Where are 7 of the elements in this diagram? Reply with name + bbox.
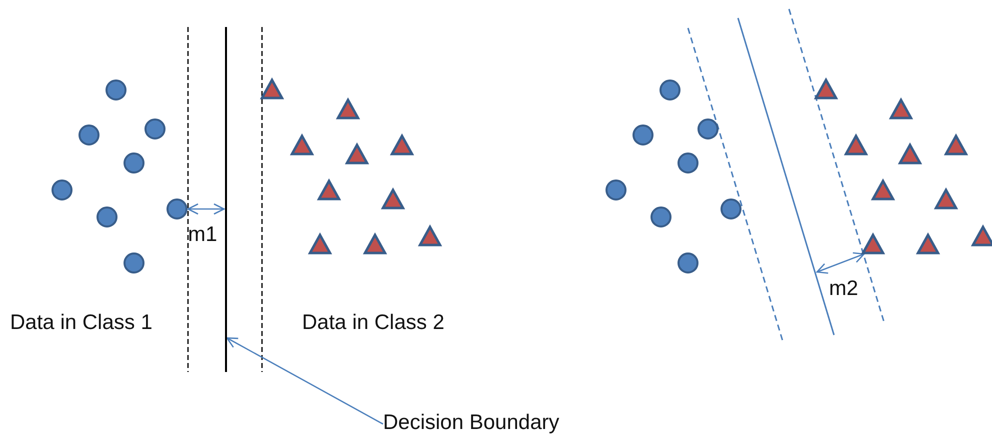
decision-boundary-line — [225, 27, 227, 372]
margin-label: m2 — [829, 276, 858, 302]
margin-label: m1 — [188, 222, 218, 248]
boundary-label: Decision Boundary — [383, 410, 560, 436]
class-label: Data in Class 1 — [10, 310, 152, 336]
class-label: Data in Class 2 — [302, 310, 444, 336]
leader-line — [226, 337, 384, 425]
